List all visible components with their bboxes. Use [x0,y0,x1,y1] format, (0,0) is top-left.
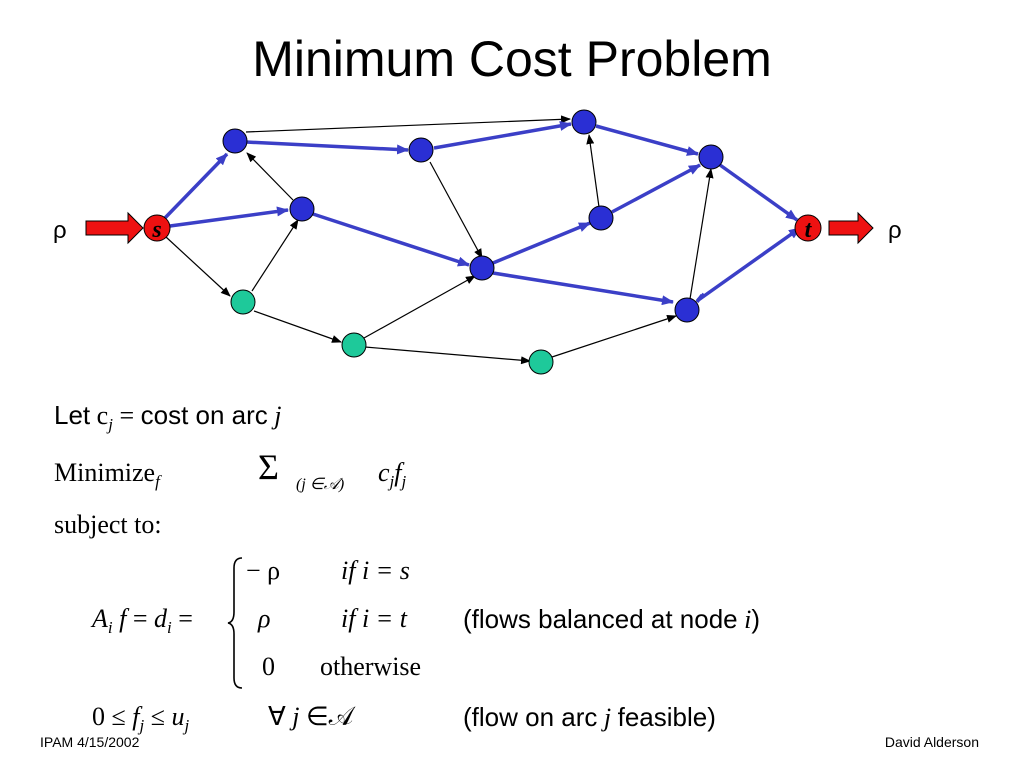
arc-flow [697,169,703,302]
case1-condition: if i = s [341,556,410,585]
sigma-symbol: Σ [258,447,279,487]
equals-sign: = [112,401,141,430]
outflow-arrow [828,211,874,245]
cost-phrase: cost on arc [140,400,268,430]
cap-j2: j [184,716,190,735]
node-blue [674,297,700,323]
forall-j: j [292,702,300,731]
arc-flow [718,163,799,222]
feasible-annotation: (flow on arc j feasible) [463,702,716,733]
case2-value: ρ [258,604,271,633]
objective-f: f [394,458,402,487]
case3-condition: otherwise [320,652,422,681]
case2-condition: if i = t [341,604,407,633]
arc-thin [551,315,677,358]
inflow-label: ρ [53,217,67,244]
forall-symbol: ∀ [268,702,286,731]
c-symbol: c [96,401,109,430]
inflow-arrow [85,211,144,245]
arc-j: j [274,401,282,430]
arc-thin [363,275,476,339]
arc-flow [695,226,802,303]
node-blue [222,128,248,154]
arc-flow [433,120,572,150]
objective-j2: j [401,472,407,491]
outflow-label: ρ [888,217,902,244]
bound-zero: 0 ≤ [92,702,126,731]
case3-value: 0 [262,652,275,681]
arc-thin [165,236,231,297]
arc-flow [245,140,409,155]
balance-annotation: (flows balanced at node i) [463,604,760,635]
sink-label: t [805,217,813,243]
cap-f: f [132,702,140,731]
feasible-j: j [603,703,612,732]
node-blue [571,109,597,135]
arc-thin [251,219,299,292]
node-green [230,289,256,315]
cost-definition: Let cj = cost on arc j [54,400,282,435]
equals-2: = [171,604,193,633]
objective-line: Minimizef [54,458,160,492]
case1-value: − ρ [246,556,281,585]
feasible-open: (flow on arc [463,702,598,732]
sink-node [794,214,822,242]
arc-thin [689,168,714,300]
arc-flow [492,221,591,265]
arc-flow [312,212,470,267]
let-word: Let [54,400,91,430]
arc-thin [253,310,342,343]
node-blue [408,137,434,163]
balance-close: ) [751,604,761,634]
node-blue [588,205,614,231]
arc-thin [429,161,483,259]
node-blue [469,255,495,281]
arc-flow [611,163,701,214]
forall-clause: ∀ j ∈𝒜 [268,702,353,733]
arc-thin [245,115,571,133]
arc-thin [246,152,294,201]
objective-term: cjfj [378,458,406,492]
balance-text: (flows balanced at node [463,604,738,634]
source-label: s [151,217,161,243]
network-diagram: ρ ρ s t [53,109,902,375]
arc-flow [169,206,289,228]
cap-u: u [171,702,185,731]
cap-j1: j [139,716,145,735]
d-symbol: d [154,604,168,633]
cap-leq: ≤ [150,702,166,731]
f-symbol: f [119,604,127,633]
arc-thin [586,134,600,208]
footer-right: David Alderson [884,734,979,750]
source-node [143,214,171,242]
node-blue [698,144,724,170]
capacity-constraint: 0 ≤ fj ≤ uj [92,702,189,736]
objective-c: c [378,458,390,487]
node-green [341,332,367,358]
arc-flow [595,124,699,156]
arc-flow [492,271,674,306]
subject-to: subject to: [54,510,162,539]
f-subscript: f [155,472,160,491]
sum-index: (j ∈𝒜) [296,476,345,493]
arc-thin [364,346,531,365]
feasible-close: feasible) [617,702,716,732]
i-subscript-A: i [107,618,113,637]
j-subscript: j [108,415,113,434]
left-brace [227,557,243,689]
arc-flow [161,152,229,222]
balance-lhs: Ai f = di = [92,604,193,638]
in-set: ∈𝒜 [306,702,354,731]
footer-left: IPAM 4/15/2002 [40,734,140,750]
balance-i: i [744,605,752,634]
objective-j1: j [389,472,395,491]
equals-1: = [126,604,155,633]
i-subscript-d: i [167,618,172,637]
page-title: Minimum Cost Problem [252,31,772,87]
A-symbol: A [92,604,108,633]
minimize-word: Minimize [54,458,156,487]
node-green [528,349,554,375]
node-blue [289,196,315,222]
